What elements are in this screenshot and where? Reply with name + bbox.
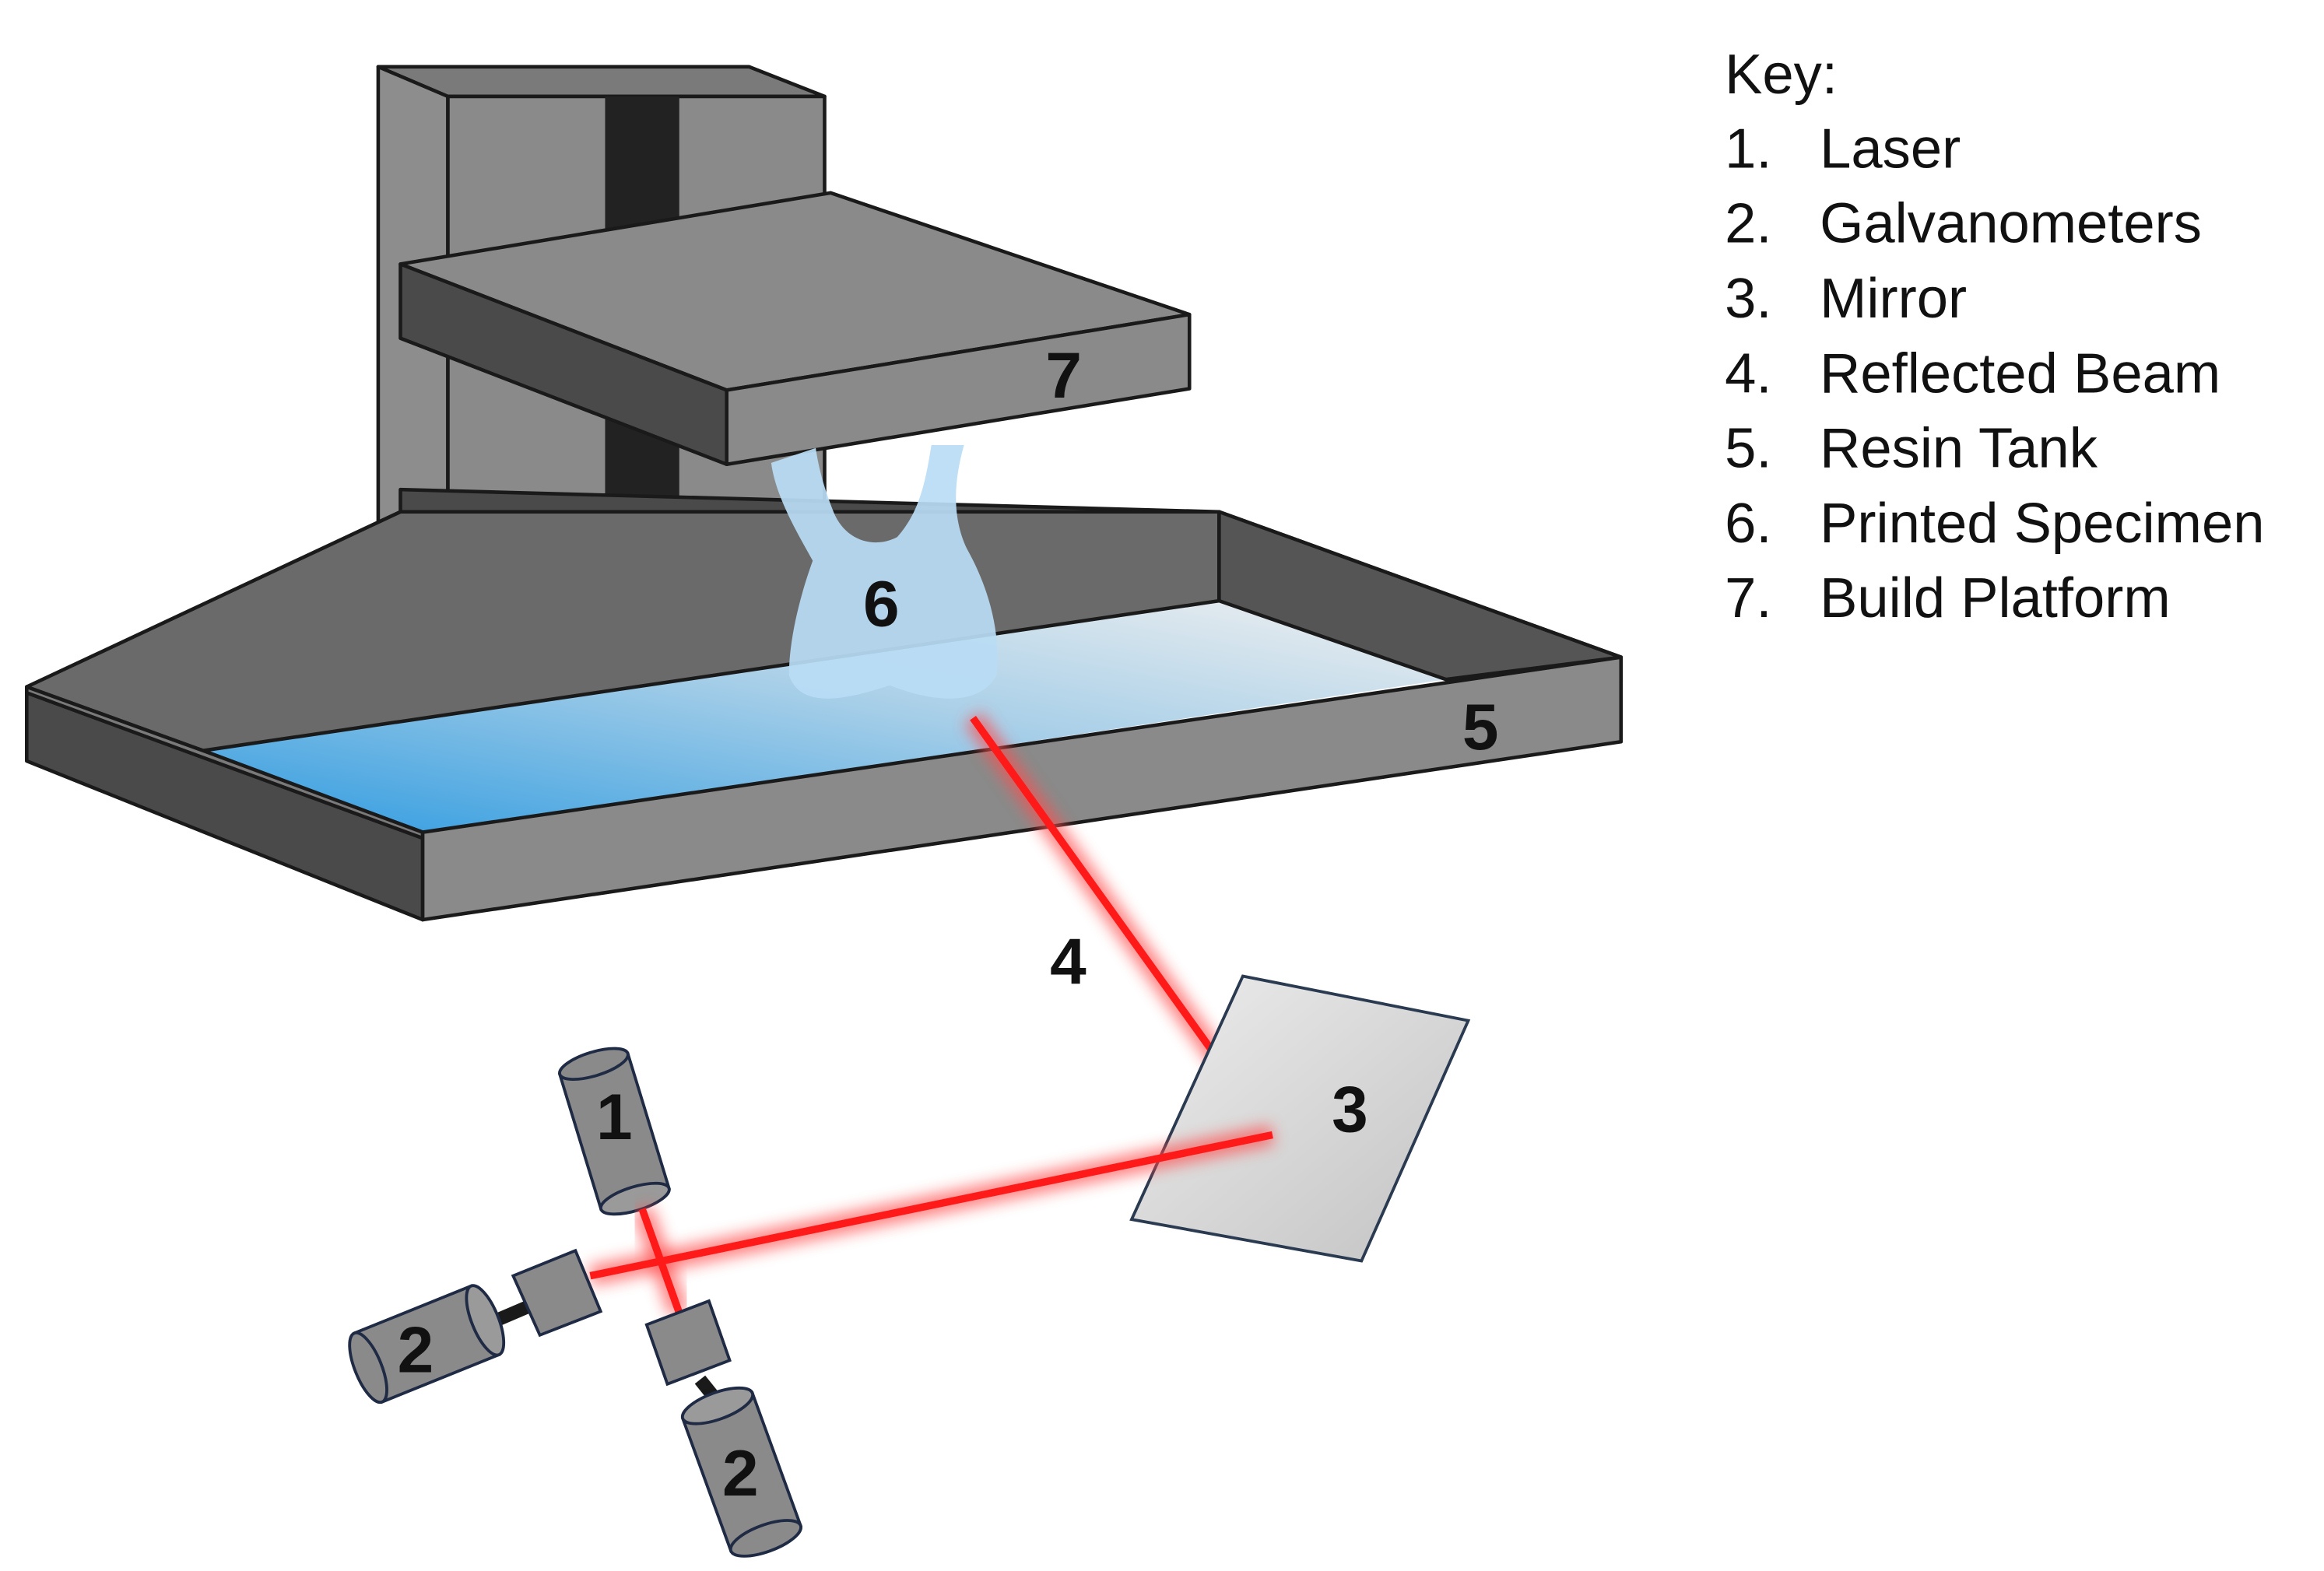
label-printed-specimen: 6 (863, 567, 900, 640)
key-item-number: 1. (1725, 117, 1771, 180)
key-items: 1. Laser 2. Galvanometers 3. Mirror 4. Reflecte… (1725, 117, 2264, 629)
build-platform (398, 191, 1192, 467)
galvo-bottom-end-top (680, 1386, 755, 1425)
key-item-label: Laser (1820, 117, 1961, 180)
galvo-head-left (511, 1248, 603, 1338)
label-resin-tank: 5 (1462, 690, 1499, 763)
platform-front (725, 312, 1192, 467)
galvo-bottom-end-bottom (728, 1519, 802, 1558)
mirror (1129, 974, 1471, 1263)
laser (557, 1047, 671, 1216)
label-mirror: 3 (1332, 1073, 1368, 1146)
column-top (376, 65, 827, 99)
galvo-head-bottom (644, 1299, 732, 1387)
tank-rim-right (1217, 510, 1624, 682)
laser-beam (588, 1124, 1275, 1317)
key-item-label: Resin Tank (1820, 417, 2098, 480)
galvo-left-end-front (465, 1284, 506, 1357)
galvo-left-end-back (348, 1331, 388, 1404)
key-item-label: Galvanometers (1820, 192, 2202, 255)
label-galvanometer-left: 2 (398, 1313, 434, 1387)
specimen-body (771, 444, 998, 699)
resin-surface (203, 601, 1446, 833)
beam-galvo-to-mirror (589, 1131, 1273, 1280)
key-item-label: Printed Specimen (1820, 492, 2264, 555)
label-reflected-beam: 4 (1050, 924, 1087, 998)
label-build-platform: 7 (1045, 338, 1082, 412)
key: Key: 1. Laser 2. Galvanometers 3. Mirror 4. Ref… (1725, 43, 2264, 629)
key-item-number: 5. (1725, 417, 1771, 480)
key-item-label: Build Platform (1820, 566, 2171, 629)
label-laser: 1 (596, 1080, 633, 1153)
laser-top (558, 1047, 630, 1082)
key-item-label: Mirror (1820, 267, 1967, 330)
galvanometer-bottom (680, 1386, 803, 1558)
key-item-number: 4. (1725, 342, 1771, 405)
key-item-label: Reflected Beam (1820, 342, 2220, 405)
key-item-number: 6. (1725, 492, 1771, 555)
key-item-number: 3. (1725, 267, 1771, 330)
galvanometer-left (348, 1284, 506, 1404)
label-galvanometer-bottom: 2 (722, 1436, 759, 1510)
printed-specimen (771, 444, 998, 699)
key-item-number: 2. (1725, 192, 1771, 255)
key-title: Key: (1725, 43, 1838, 106)
laser-aperture (599, 1181, 671, 1216)
key-item-number: 7. (1725, 566, 1771, 629)
